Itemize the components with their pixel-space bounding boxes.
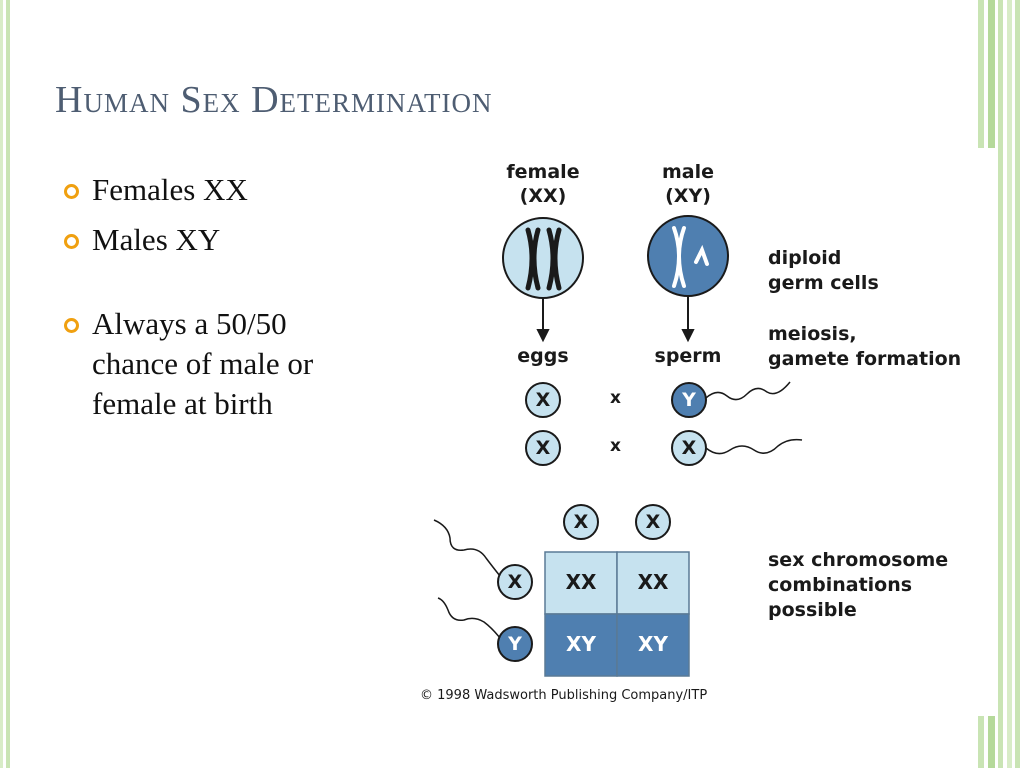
grid-column-label: X	[645, 511, 661, 533]
meiosis-arrows	[536, 296, 695, 343]
cross-symbol: x	[610, 436, 621, 456]
left-border-decoration	[0, 0, 10, 768]
grid-row-chip-icon	[497, 564, 533, 600]
x-chromosome-pair-icon	[525, 227, 562, 291]
bullet-text: Always a 50/50 chance of male or female …	[92, 306, 314, 421]
grid-row-chip-icon	[497, 626, 533, 662]
punnett-cell	[616, 613, 690, 677]
bullet-item: Females XX	[62, 170, 362, 210]
combinations-label-line3: possible	[768, 599, 857, 621]
germ-cells-label: germ cells	[768, 272, 879, 294]
grid-column-chip-icon	[563, 504, 599, 540]
sperm-tail-icon	[433, 519, 501, 577]
grid-row-label: Y	[508, 633, 522, 655]
sperm-tail-icon	[437, 597, 501, 639]
combinations-label-line2: combinations	[768, 574, 913, 596]
grid-row-label: X	[507, 571, 523, 593]
grid-column-chip-icon	[635, 504, 671, 540]
xy-chromosome-icon	[672, 226, 709, 288]
female-cell-icon	[502, 217, 584, 299]
bullet-marker-icon	[64, 318, 79, 333]
bullet-item: Males XY	[62, 220, 362, 260]
slide-title: Human Sex Determination	[55, 79, 493, 121]
sperm-tail-icon	[705, 381, 791, 401]
punnett-cell-text: XY	[638, 632, 668, 656]
punnett-cell	[616, 551, 690, 615]
sperm-chip-label: Y	[682, 389, 696, 411]
punnett-cell-text: XX	[565, 570, 597, 594]
egg-chip-label: X	[535, 389, 551, 411]
diploid-label: diploid	[768, 247, 842, 269]
bullet-list: Females XX Males XY Always a 50/50 chanc…	[62, 170, 362, 424]
male-genotype: (XY)	[665, 185, 711, 207]
diagram-graphics	[433, 215, 803, 677]
sperm-chromosome-icon	[671, 382, 707, 418]
female-genotype: (XX)	[519, 185, 567, 207]
sperm-label: sperm	[654, 345, 722, 367]
sperm-chip-label: X	[681, 437, 697, 459]
egg-chip-label: X	[535, 437, 551, 459]
bullet-text: Males XY	[92, 222, 221, 257]
female-label: female	[506, 161, 580, 183]
male-label: male	[661, 161, 715, 183]
punnett-cell	[544, 613, 618, 677]
male-cell-icon	[647, 215, 729, 297]
bullet-text: Females XX	[92, 172, 248, 207]
cross-symbol: x	[610, 388, 621, 408]
eggs-label: eggs	[517, 345, 569, 367]
meiosis-label: meiosis,	[768, 323, 857, 345]
bullet-marker-icon	[64, 234, 79, 249]
grid-column-label: X	[573, 511, 589, 533]
sex-determination-diagram: female (XX) male (XY) diploid germ cells…	[412, 148, 998, 716]
punnett-cell-text: XX	[637, 570, 669, 594]
bullet-marker-icon	[64, 184, 79, 199]
copyright-text: © 1998 Wadsworth Publishing Company/ITP	[420, 688, 708, 703]
egg-chromosome-icon	[525, 382, 561, 418]
combinations-label-line1: sex chromosome	[768, 549, 949, 571]
punnett-cell-text: XY	[566, 632, 596, 656]
egg-chromosome-icon	[525, 430, 561, 466]
bullet-item: Always a 50/50 chance of male or female …	[62, 304, 362, 424]
sperm-tail-icon	[705, 438, 803, 455]
gamete-formation-label: gamete formation	[768, 348, 962, 370]
